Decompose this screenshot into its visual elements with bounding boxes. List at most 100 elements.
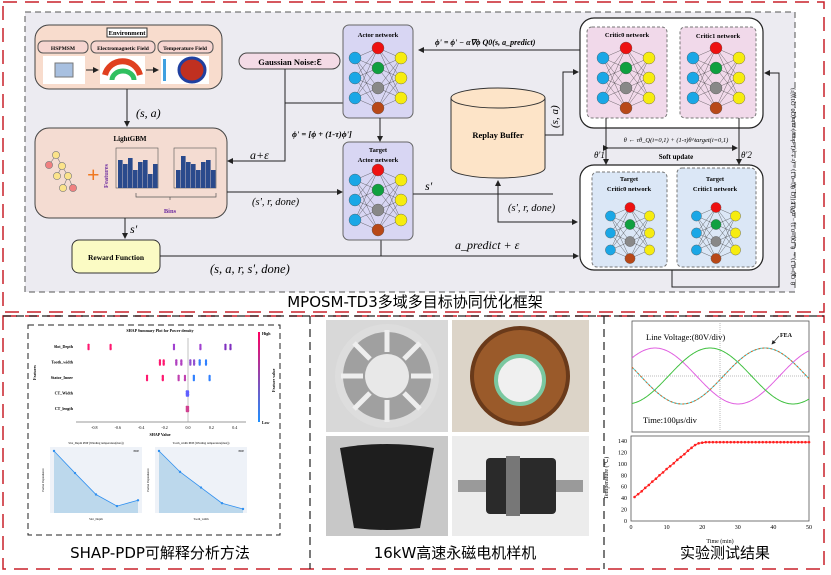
neuron-node xyxy=(619,41,633,55)
neuron-node xyxy=(709,81,723,95)
neuron-node xyxy=(394,213,408,227)
shap-x-tick: -0.2 xyxy=(161,425,167,430)
prototype-photos xyxy=(326,320,589,536)
test-panel-caption: 实验测试结果 xyxy=(680,544,770,562)
target-actor-title-1: Target xyxy=(369,147,388,154)
neuron-node xyxy=(394,173,408,187)
label-a-eps: a+ε xyxy=(250,148,269,162)
histogram-bar xyxy=(211,170,216,188)
shap-point xyxy=(180,362,183,365)
neuron-node xyxy=(624,202,636,213)
temperature-point xyxy=(782,440,786,444)
shap-point xyxy=(224,345,227,349)
temperature-point xyxy=(636,492,640,496)
pdp-point xyxy=(157,449,161,453)
neuron-node xyxy=(348,213,362,227)
histogram-bar xyxy=(181,156,186,188)
temperature-point xyxy=(772,440,775,444)
label-theta-update: θ ← τθ_Q(i=0,1) + (1-τ)θ^target(i=0,1) xyxy=(624,137,729,144)
neuron-node xyxy=(371,163,385,177)
framework-title: MPOSM-TD3多域多目标协同优化框架 xyxy=(287,293,543,311)
label-critic-update: θ_Q(i=0,1) ← θ_Q(i=0,1) − α∇θ E{[Q_θ(i=0… xyxy=(790,87,797,285)
target-critic1-neural-net-icon xyxy=(691,202,741,264)
histogram-bins xyxy=(115,147,217,189)
pdp-ylabel: Partial Dependence xyxy=(41,468,45,492)
neuron-node xyxy=(686,51,700,65)
shap-beeswarm-points xyxy=(87,343,232,413)
shap-point xyxy=(199,344,202,347)
neuron-node xyxy=(709,61,723,75)
pdp-area xyxy=(159,451,243,513)
temperature-point xyxy=(779,440,782,444)
shap-point xyxy=(145,376,149,380)
neuron-node xyxy=(686,71,700,85)
shap-x-tick: -0.8 xyxy=(91,425,97,430)
shap-point xyxy=(204,362,208,365)
pdp-point xyxy=(241,507,245,511)
shap-point xyxy=(198,361,201,364)
histogram-bar xyxy=(133,170,138,188)
neuron-node xyxy=(394,91,408,105)
shap-feature-label: CT_length xyxy=(55,406,74,411)
histogram-bar xyxy=(201,162,206,188)
pdp-point xyxy=(52,449,56,453)
pdp-point xyxy=(220,502,224,505)
temp-x-tick: 30 xyxy=(735,525,741,531)
critic0-title: Critic0 network xyxy=(605,32,650,39)
pdp-text: Tooth_width PDP (Winding temperature(max… xyxy=(173,441,230,445)
temp-y-tick: 120 xyxy=(618,450,627,456)
neuron-node xyxy=(371,223,385,237)
neuron-node xyxy=(371,203,385,217)
temp-y-tick: 140 xyxy=(618,439,627,445)
replay-buffer-cylinder: Replay Buffer xyxy=(450,87,546,179)
temperature-point xyxy=(654,477,658,481)
shap-point xyxy=(177,376,180,380)
shap-point xyxy=(172,343,176,346)
target-actor-neural-net-icon xyxy=(348,163,408,237)
temperature-point xyxy=(764,440,768,444)
temperature-point xyxy=(807,440,811,444)
temp-x-tick: 40 xyxy=(770,525,776,531)
neuron-node xyxy=(596,51,610,65)
shap-x-tick: -0.4 xyxy=(138,425,144,430)
shap-point xyxy=(224,343,227,346)
temperature-point xyxy=(747,440,750,444)
temperature-point xyxy=(643,486,647,490)
panel-dividers xyxy=(3,315,824,569)
temperature-point xyxy=(708,440,711,444)
histogram-bar xyxy=(153,164,158,188)
temperature-point xyxy=(768,440,772,444)
env-item-em-field: Electromagnetic Field xyxy=(97,46,149,52)
neuron-node xyxy=(732,71,746,85)
shap-feature-label: Slot_Depth xyxy=(54,344,74,349)
temp-x-tick: 50 xyxy=(806,525,812,531)
pdp-point xyxy=(136,499,140,502)
target-critic1-title-2: Critic1 network xyxy=(693,186,738,193)
neuron-node xyxy=(394,71,408,85)
shap-point xyxy=(192,374,195,377)
neuron-node xyxy=(686,91,700,105)
shap-summary-title: SHAP Summary Plot for Power density xyxy=(126,328,193,333)
shap-x-tick: -0.6 xyxy=(115,425,121,430)
environment-box: Environment HSPMSM Electromagnetic Field… xyxy=(34,24,223,90)
line-voltage-waveform: Line Voltage:(80V/div) Time:100μs/div FE… xyxy=(631,320,810,433)
temp-y-tick: 0 xyxy=(624,519,627,525)
neuron-node xyxy=(394,51,408,65)
label-s-a-vertical: (s, a) xyxy=(549,105,561,128)
neuron-node xyxy=(691,244,702,256)
temperature-point xyxy=(793,440,797,444)
voltage-phase-line xyxy=(631,347,810,405)
neuron-node xyxy=(605,244,616,256)
temperature-point xyxy=(732,440,736,444)
label-theta2: θ'2 xyxy=(741,150,752,160)
temp-y-tick: 60 xyxy=(621,485,627,491)
neuron-node xyxy=(710,253,722,264)
shap-point xyxy=(193,360,196,363)
neuron-node xyxy=(371,41,385,55)
shap-point xyxy=(183,375,187,378)
shap-point xyxy=(158,359,162,362)
temperature-point xyxy=(715,440,718,444)
pdp-text: Slot_Depth PDP (Winding temperature(max)… xyxy=(68,441,123,445)
